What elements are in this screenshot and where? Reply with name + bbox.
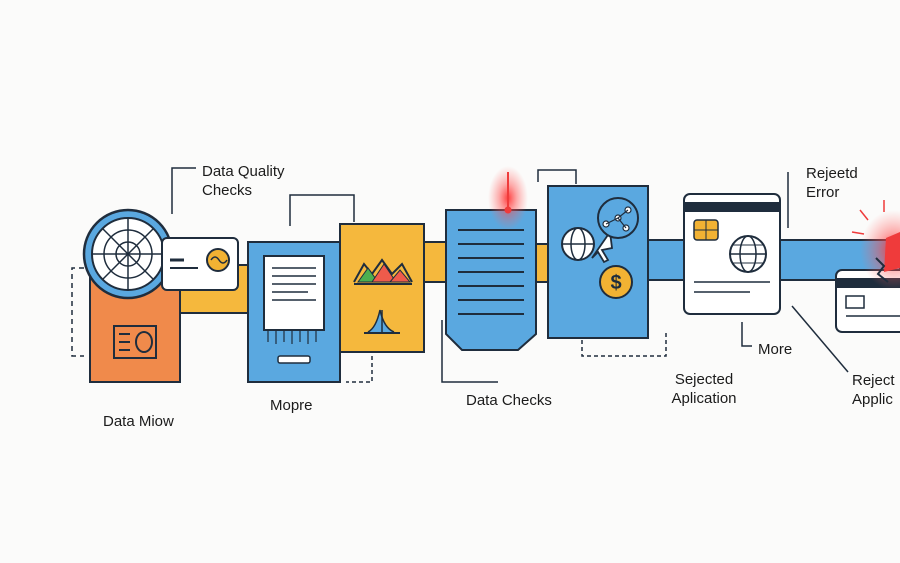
leader-data-quality	[171, 167, 196, 214]
globe-icon-terminal	[729, 235, 767, 273]
label-mopre: Mopre	[270, 397, 313, 414]
svg-text:$: $	[610, 272, 621, 294]
network-icon	[597, 197, 639, 239]
connector-analysis	[346, 356, 373, 383]
connector-routing-bottom	[581, 330, 667, 357]
label-data-checks: Data Checks	[466, 392, 552, 409]
chip-icon	[693, 219, 719, 241]
label-reject-application: Reject Applic	[852, 372, 895, 408]
label-data-miow: Data Miow	[103, 413, 174, 430]
chart-icon	[353, 258, 413, 334]
error-icon	[851, 200, 900, 290]
label-data-quality: Data Quality Checks	[202, 163, 285, 199]
card-icon	[161, 237, 239, 291]
connector-document	[289, 194, 355, 226]
label-rejected-error: Rejeetd Error	[806, 165, 858, 201]
stage-data-checks	[445, 209, 537, 351]
connector-routing-top	[537, 169, 577, 184]
dollar-coin-icon: $	[599, 265, 633, 299]
connector-data-checks	[441, 320, 498, 383]
label-more: More	[758, 341, 793, 358]
globe-icon	[561, 227, 595, 261]
connector-intake	[71, 267, 84, 357]
arrow-cursor-icon	[591, 229, 613, 264]
stage-document	[247, 241, 341, 383]
alert-glow	[488, 166, 528, 230]
radar-icon	[82, 208, 174, 300]
label-selected-application: Sejected Aplication	[671, 371, 737, 407]
connector-reject	[791, 305, 849, 373]
connector-more	[741, 322, 752, 347]
